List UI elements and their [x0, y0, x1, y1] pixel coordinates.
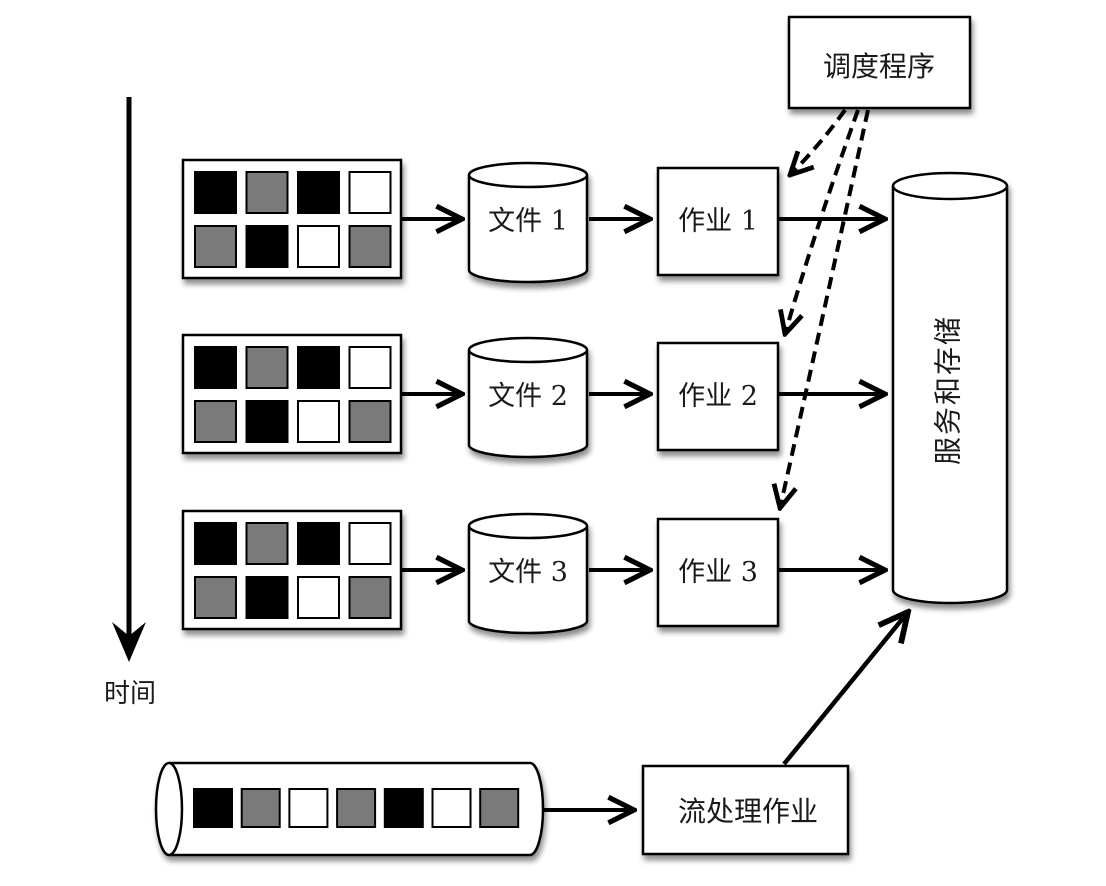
data-cell-black — [245, 400, 289, 443]
stream-cell-white — [288, 788, 329, 828]
job-node: 作业 3 — [656, 517, 780, 628]
data-cell-black — [245, 225, 289, 268]
batch-data-block — [181, 509, 403, 631]
time-axis-label: 时间 — [104, 679, 156, 709]
job-label: 作业 1 — [678, 206, 758, 237]
stream-cell-black — [193, 788, 233, 828]
stream-cell-white — [431, 788, 472, 828]
scheduler-node: 调度程序 — [787, 15, 972, 110]
data-cell-black — [297, 171, 340, 214]
stream-job-node: 流处理作业 — [641, 764, 850, 856]
file-label: 文件 2 — [488, 381, 568, 412]
data-cell-gray — [245, 522, 289, 565]
batch-row-3: 文件 3 作业 3 — [181, 509, 885, 635]
file-node: 文件 3 — [467, 512, 589, 635]
job-label: 作业 2 — [678, 381, 758, 412]
data-cell-white — [348, 171, 392, 214]
data-cell-gray — [194, 225, 237, 268]
scheduler-dispatch-arrows — [780, 108, 870, 508]
batch-data-block — [181, 333, 403, 455]
file-node: 文件 1 — [467, 161, 589, 284]
stream-cell-black — [383, 788, 424, 828]
data-cell-white — [348, 346, 392, 389]
stream-cell-gray — [336, 788, 377, 828]
time-axis: 时间 — [104, 97, 156, 709]
scheduler-to-job-2-arrow — [785, 109, 860, 334]
scheduler-to-job-3-arrow — [780, 109, 870, 508]
scheduler-label: 调度程序 — [823, 50, 935, 83]
batch-row-2: 文件 2 作业 2 — [181, 333, 885, 459]
stream-cells — [193, 788, 520, 828]
stream-job-label: 流处理作业 — [678, 795, 818, 828]
serving-storage-node — [891, 171, 1009, 605]
data-cell-gray — [348, 400, 392, 443]
data-cell-gray — [245, 171, 289, 214]
data-cell-black — [194, 522, 237, 565]
file-label: 文件 1 — [488, 206, 568, 237]
stream-cell-gray — [479, 788, 520, 828]
job-label: 作业 3 — [678, 557, 758, 588]
data-cell-gray — [348, 225, 392, 268]
data-cell-gray — [348, 576, 392, 619]
data-cell-white — [348, 522, 392, 565]
data-cell-white — [297, 225, 340, 268]
file-node: 文件 2 — [467, 336, 589, 459]
scheduler-to-job-1-arrow — [790, 108, 847, 175]
time-arrow-head-icon — [112, 622, 146, 662]
data-cell-white — [297, 400, 340, 443]
batch-rows: 文件 1 作业 1 文件 2 作业 2 文件 3 作业 3 — [181, 158, 885, 635]
data-cell-black — [194, 346, 237, 389]
file-label: 文件 3 — [488, 557, 568, 588]
stream-job-to-storage-arrow — [782, 612, 908, 766]
data-cell-gray — [194, 400, 237, 443]
data-cell-black — [297, 522, 340, 565]
serving-storage-label: 服务和存储 — [932, 315, 965, 465]
data-cell-white — [297, 576, 340, 619]
job-node: 作业 2 — [656, 341, 780, 452]
data-cell-black — [245, 576, 289, 619]
batch-data-block — [181, 158, 403, 280]
data-cell-black — [194, 171, 237, 214]
job-node: 作业 1 — [656, 166, 780, 277]
data-cell-gray — [245, 346, 289, 389]
stream-queue — [154, 761, 545, 857]
data-cell-black — [297, 346, 340, 389]
data-cell-gray — [194, 576, 237, 619]
batch-row-1: 文件 1 作业 1 — [181, 158, 885, 284]
stream-cell-gray — [240, 788, 281, 828]
